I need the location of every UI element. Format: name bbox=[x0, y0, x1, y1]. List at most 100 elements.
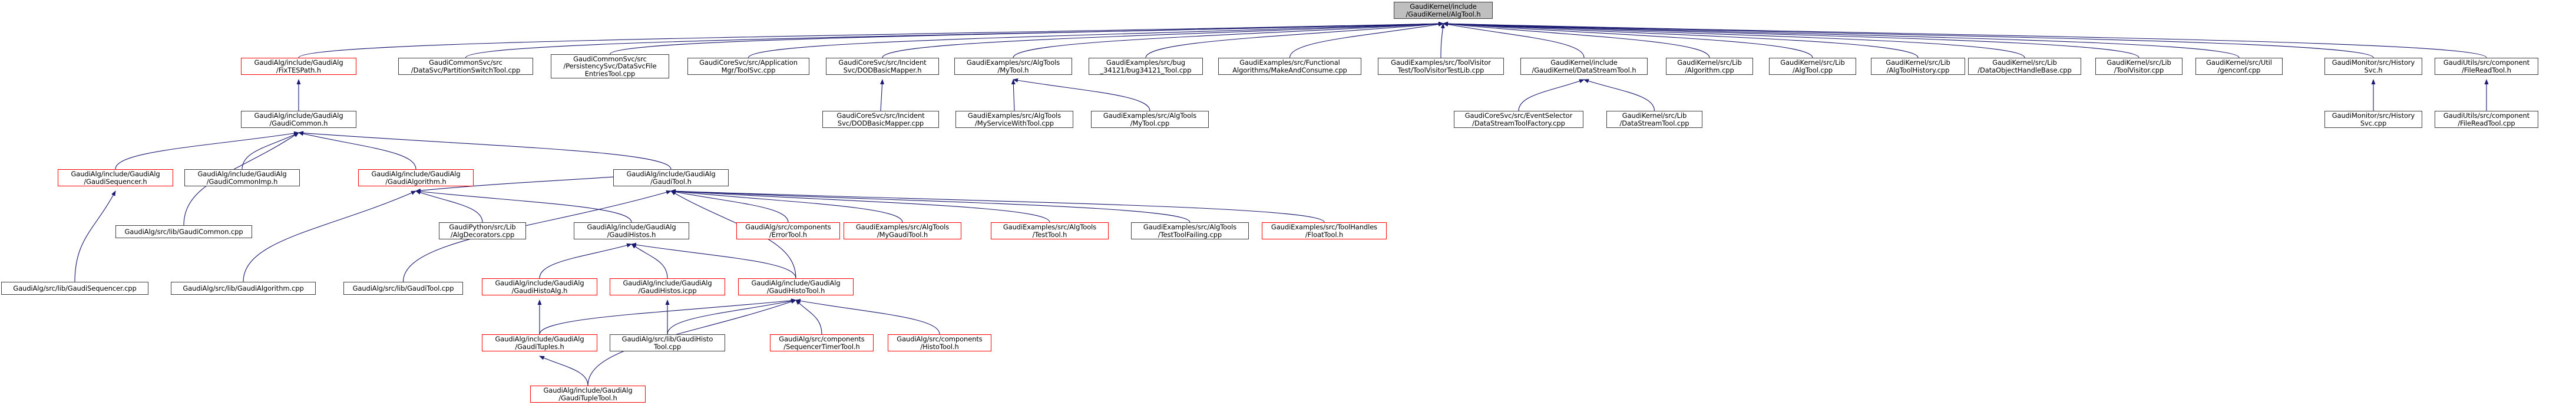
graph-node[interactable]: GaudiAlg/include/GaudiAlg /GaudiCommonIm… bbox=[184, 169, 300, 186]
graph-node-label: GaudiKernel/include /GaudiKernel/DataStr… bbox=[1532, 58, 1636, 74]
graph-node[interactable]: GaudiAlg/include/GaudiAlg /GaudiTuples.h bbox=[482, 334, 597, 351]
graph-node[interactable]: GaudiAlg/include/GaudiAlg /FixTESPath.h bbox=[241, 58, 356, 75]
graph-edge bbox=[1518, 79, 1585, 111]
graph-node[interactable]: GaudiExamples/src/ToolHandles /FloatTool… bbox=[1262, 222, 1387, 239]
graph-node[interactable]: GaudiExamples/src/AlgTools /TestTool.h bbox=[991, 222, 1109, 239]
graph-node-label: GaudiAlg/include/GaudiAlg /GaudiHistos.i… bbox=[623, 279, 712, 295]
graph-node[interactable]: GaudiAlg/src/components /SequencerTimerT… bbox=[770, 334, 874, 351]
graph-node[interactable]: GaudiExamples/src/AlgTools /MyGaudiTool.… bbox=[844, 222, 961, 239]
graph-node[interactable]: GaudiCoreSvc/src/Incident Svc/DODBasicMa… bbox=[822, 111, 939, 128]
graph-node[interactable]: GaudiAlg/src/lib/GaudiCommon.cpp bbox=[115, 225, 252, 238]
graph-node[interactable]: GaudiAlg/src/lib/GaudiSequencer.cpp bbox=[1, 282, 148, 295]
graph-node[interactable]: GaudiAlg/include/GaudiAlg /GaudiHistos.h bbox=[574, 222, 689, 239]
graph-node[interactable]: GaudiAlg/include/GaudiAlg /GaudiCommon.h bbox=[241, 111, 356, 128]
graph-node-label: GaudiExamples/src/ToolHandles /FloatTool… bbox=[1271, 223, 1378, 239]
graph-node-label: GaudiKernel/include /GaudiKernel/AlgTool… bbox=[1406, 2, 1481, 18]
graph-edge bbox=[1443, 22, 1710, 58]
graph-node-label: GaudiCommonSvc/src /DataSvc/PartitionSwi… bbox=[411, 58, 521, 74]
graph-edge bbox=[242, 132, 299, 170]
graph-node[interactable]: GaudiExamples/src/ToolVisitor Test/ToolV… bbox=[1378, 58, 1504, 75]
graph-node[interactable]: GaudiAlg/src/lib/GaudiTool.cpp bbox=[343, 282, 463, 295]
graph-edge bbox=[1443, 21, 1919, 58]
graph-node[interactable]: GaudiKernel/src/Lib /AlgToolHistory.cpp bbox=[1871, 58, 1965, 75]
graph-node[interactable]: GaudiMonitor/src/History Svc.h bbox=[2324, 58, 2422, 75]
graph-edge bbox=[1443, 21, 2025, 58]
graph-node[interactable]: GaudiKernel/src/Lib /DataObjectHandleBas… bbox=[1968, 58, 2081, 75]
graph-edge bbox=[748, 21, 1444, 58]
graph-edge bbox=[1440, 23, 1445, 58]
graph-edge bbox=[670, 189, 903, 223]
graph-node-label: GaudiAlg/include/GaudiAlg /GaudiHistoToo… bbox=[751, 279, 841, 295]
graph-node[interactable]: GaudiKernel/src/Lib /DataStreamTool.cpp bbox=[1606, 111, 1702, 128]
graph-node[interactable]: GaudiAlg/include/GaudiAlg /GaudiHistos.i… bbox=[610, 278, 725, 295]
graph-node-label: GaudiAlg/include/GaudiAlg /GaudiHistoAlg… bbox=[495, 279, 584, 295]
graph-node-label: GaudiAlg/include/GaudiAlg /FixTESPath.h bbox=[254, 58, 343, 74]
graph-node-label: GaudiAlg/src/lib/GaudiCommon.cpp bbox=[124, 227, 243, 236]
graph-node-label: GaudiCoreSvc/src/EventSelector /DataStre… bbox=[1464, 111, 1573, 127]
graph-node[interactable]: GaudiAlg/src/components /HistoTool.h bbox=[888, 334, 991, 351]
graph-node-label: GaudiUtils/src/component /FileReadTool.c… bbox=[2443, 111, 2530, 127]
graph-node[interactable]: GaudiExamples/src/AlgTools /MyTool.h bbox=[954, 58, 1072, 75]
graph-node[interactable]: GaudiExamples/src/bug _34121/bug34121_To… bbox=[1089, 58, 1203, 75]
graph-node[interactable]: GaudiUtils/src/component /FileReadTool.c… bbox=[2435, 111, 2538, 128]
graph-edge bbox=[415, 190, 483, 223]
graph-node-label: GaudiExamples/src/AlgTools /TestToolFail… bbox=[1143, 223, 1237, 239]
graph-edge bbox=[115, 131, 299, 170]
graph-edge bbox=[1145, 22, 1444, 58]
graph-node-label: GaudiMonitor/src/History Svc.h bbox=[2332, 58, 2415, 74]
graph-node[interactable]: GaudiExamples/src/AlgTools /MyServiceWit… bbox=[955, 111, 1073, 128]
graph-edge bbox=[1443, 21, 2487, 58]
graph-node[interactable]: GaudiKernel/src/Util /genconf.cpp bbox=[2195, 58, 2283, 75]
graph-node[interactable]: GaudiCoreSvc/src/Application Mgr/ToolSvc… bbox=[687, 58, 809, 75]
graph-node-label: GaudiExamples/src/bug _34121/bug34121_To… bbox=[1100, 58, 1192, 74]
graph-node[interactable]: GaudiPython/src/Lib /AlgDecorators.cpp bbox=[439, 222, 526, 239]
graph-node[interactable]: GaudiAlg/src/components /ErrorTool.h bbox=[736, 222, 840, 239]
graph-node-label: GaudiExamples/src/Functional Algorithms/… bbox=[1232, 58, 1347, 74]
graph-node-label: GaudiAlg/include/GaudiAlg /GaudiAlgorith… bbox=[371, 170, 461, 186]
graph-node-label: GaudiMonitor/src/History Svc.cpp bbox=[2332, 111, 2415, 127]
graph-node-root[interactable]: GaudiKernel/include /GaudiKernel/AlgTool… bbox=[1394, 2, 1493, 19]
graph-node-label: GaudiAlg/include/GaudiAlg /GaudiTupleToo… bbox=[543, 386, 633, 402]
graph-edge bbox=[539, 243, 632, 279]
graph-node[interactable]: GaudiCommonSvc/src /PersistencySvc/DataS… bbox=[551, 54, 669, 78]
graph-node-label: GaudiAlg/src/lib/GaudiTool.cpp bbox=[352, 284, 454, 292]
graph-node[interactable]: GaudiAlg/include/GaudiAlg /GaudiHistoAlg… bbox=[482, 278, 597, 295]
graph-node-label: GaudiExamples/src/AlgTools /MyTool.h bbox=[966, 58, 1060, 74]
graph-node[interactable]: GaudiCoreSvc/src/EventSelector /DataStre… bbox=[1454, 111, 1583, 128]
graph-node[interactable]: GaudiExamples/src/AlgTools /MyTool.cpp bbox=[1091, 111, 1209, 128]
graph-edge bbox=[298, 21, 1444, 58]
graph-node[interactable]: GaudiKernel/src/Lib /Algorithm.cpp bbox=[1666, 58, 1753, 75]
graph-node[interactable]: GaudiAlg/include/GaudiAlg /GaudiTool.h bbox=[613, 169, 729, 186]
graph-node-label: GaudiAlg/src/components /SequencerTimerT… bbox=[779, 335, 865, 351]
graph-edge bbox=[670, 190, 789, 223]
graph-node-label: GaudiKernel/src/Lib /ToolVisitor.cpp bbox=[2107, 58, 2171, 74]
graph-node-label: GaudiAlg/src/lib/GaudiSequencer.cpp bbox=[13, 284, 137, 292]
graph-node[interactable]: GaudiKernel/include /GaudiKernel/DataStr… bbox=[1520, 58, 1648, 75]
graph-node[interactable]: GaudiCoreSvc/src/Incident Svc/DODBasicMa… bbox=[826, 58, 939, 75]
graph-edge bbox=[539, 356, 588, 386]
graph-node[interactable]: GaudiUtils/src/component /FileReadTool.h bbox=[2435, 58, 2538, 75]
graph-node[interactable]: GaudiExamples/src/AlgTools /TestToolFail… bbox=[1131, 222, 1249, 239]
graph-node[interactable]: GaudiAlg/include/GaudiAlg /GaudiAlgorith… bbox=[358, 169, 474, 186]
graph-node[interactable]: GaudiCommonSvc/src /DataSvc/PartitionSwi… bbox=[398, 58, 533, 75]
graph-node-label: GaudiAlg/src/components /HistoTool.h bbox=[897, 335, 983, 351]
graph-edge bbox=[1443, 22, 1813, 58]
graph-node[interactable]: GaudiExamples/src/Functional Algorithms/… bbox=[1218, 58, 1361, 75]
graph-node[interactable]: GaudiAlg/src/lib/GaudiAlgorithm.cpp bbox=[171, 282, 316, 295]
graph-node[interactable]: GaudiAlg/include/GaudiAlg /GaudiHistoToo… bbox=[738, 278, 854, 295]
graph-node-label: GaudiKernel/src/Lib /DataObjectHandleBas… bbox=[1978, 58, 2072, 74]
graph-edge bbox=[1013, 78, 1150, 111]
graph-edge bbox=[795, 298, 940, 335]
graph-node[interactable]: GaudiKernel/src/Lib /ToolVisitor.cpp bbox=[2095, 58, 2183, 75]
graph-node-label: GaudiAlg/include/GaudiAlg /GaudiCommonIm… bbox=[197, 170, 287, 186]
graph-edge bbox=[1443, 22, 1585, 58]
graph-node[interactable]: GaudiAlg/include/GaudiAlg /GaudiSequence… bbox=[58, 169, 173, 186]
graph-node[interactable]: GaudiMonitor/src/History Svc.cpp bbox=[2324, 111, 2422, 128]
graph-edge bbox=[670, 189, 1050, 223]
graph-node[interactable]: GaudiAlg/include/GaudiAlg /GaudiTupleToo… bbox=[530, 386, 646, 403]
graph-node-label: GaudiExamples/src/AlgTools /MyTool.cpp bbox=[1103, 111, 1197, 127]
graph-edge bbox=[1443, 21, 2139, 58]
graph-node[interactable]: GaudiAlg/src/lib/GaudiHisto Tool.cpp bbox=[610, 334, 725, 351]
graph-node[interactable]: GaudiKernel/src/Lib /AlgTool.cpp bbox=[1769, 58, 1856, 75]
